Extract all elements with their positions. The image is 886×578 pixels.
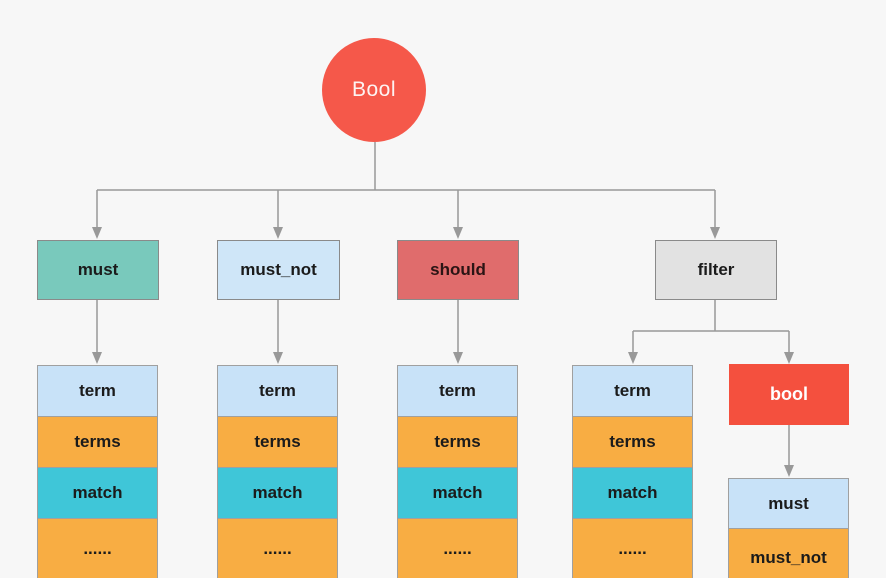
query-row-more: ...... xyxy=(572,518,693,578)
clause-label: must_not xyxy=(240,260,317,279)
query-row-more: ...... xyxy=(37,518,158,578)
clause-label: filter xyxy=(697,260,735,279)
query-row-more: ...... xyxy=(217,518,338,578)
clause-node-filter: filter xyxy=(655,240,777,300)
nested-row-must: must xyxy=(728,478,849,529)
query-row-term: term xyxy=(37,365,158,417)
root-node-bool: Bool xyxy=(322,38,426,142)
query-row-terms: terms xyxy=(397,416,518,468)
query-row-term: term xyxy=(572,365,693,417)
query-row-match: match xyxy=(397,467,518,519)
query-stack-must-not: term terms match ...... xyxy=(217,365,338,578)
query-row-terms: terms xyxy=(37,416,158,468)
query-row-term: term xyxy=(397,365,518,417)
query-stack-should: term terms match ...... xyxy=(397,365,518,578)
query-row-match: match xyxy=(37,467,158,519)
query-row-match: match xyxy=(572,467,693,519)
clause-label: should xyxy=(430,260,486,279)
query-stack-filter: term terms match ...... xyxy=(572,365,693,578)
clause-node-should: should xyxy=(397,240,519,300)
root-node-label: Bool xyxy=(351,78,397,101)
query-row-more: ...... xyxy=(397,518,518,578)
nested-row-must-not: must_not xyxy=(728,528,849,578)
nested-bool-node: bool xyxy=(729,364,849,425)
clause-node-must: must xyxy=(37,240,159,300)
arrowheads xyxy=(92,227,794,477)
query-row-terms: terms xyxy=(572,416,693,468)
clause-label: must xyxy=(77,260,119,279)
query-row-term: term xyxy=(217,365,338,417)
nested-bool-label: bool xyxy=(770,384,808,404)
connector-lines xyxy=(96,142,790,466)
query-row-match: match xyxy=(217,467,338,519)
query-row-terms: terms xyxy=(217,416,338,468)
query-stack-must: term terms match ...... xyxy=(37,365,158,578)
clause-node-must-not: must_not xyxy=(217,240,340,300)
nested-bool-stack: must must_not xyxy=(728,478,849,578)
